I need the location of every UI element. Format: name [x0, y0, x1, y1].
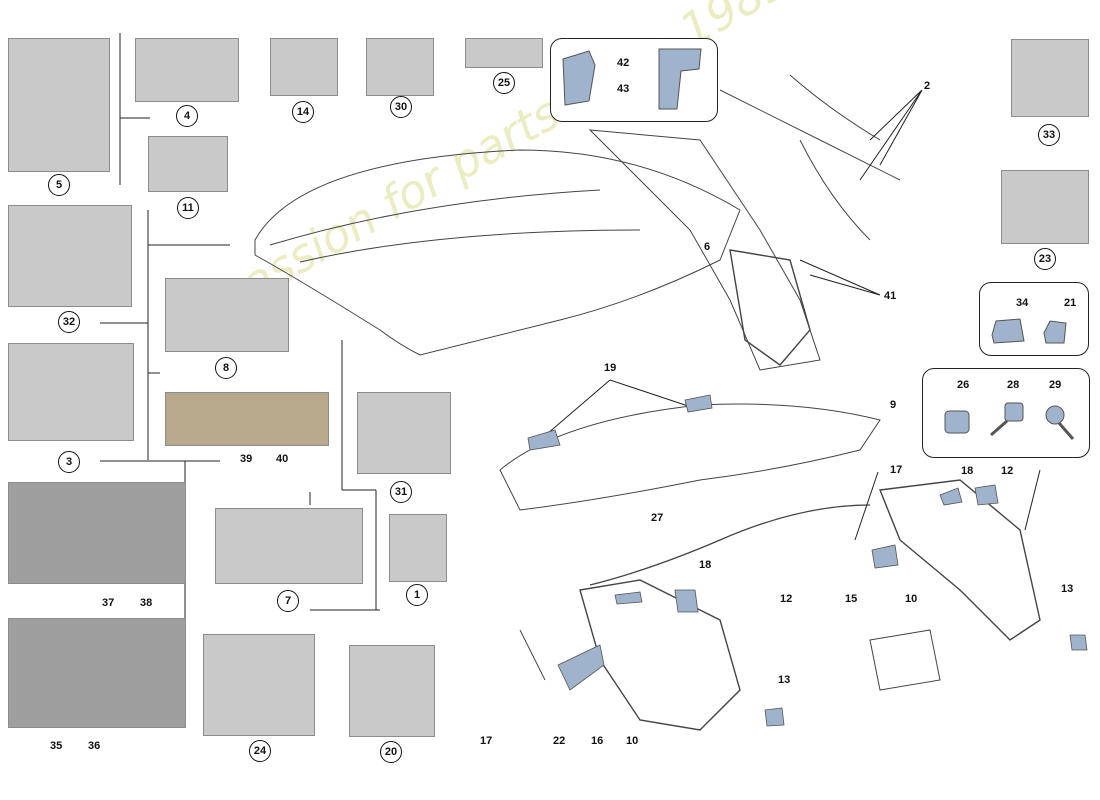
label-20: 20 — [380, 741, 402, 763]
label-32: 32 — [58, 311, 80, 333]
label-41: 41 — [884, 290, 897, 302]
label-34: 34 — [1016, 297, 1029, 309]
thumbnail-24 — [203, 634, 315, 736]
label-13b: 13 — [778, 674, 791, 686]
callout-box-26-28-29: 26 28 29 — [922, 368, 1090, 458]
label-4: 4 — [176, 105, 198, 127]
label-8: 8 — [215, 357, 237, 379]
label-39: 39 — [240, 453, 253, 465]
label-18b: 18 — [699, 559, 712, 571]
thumbnail-20 — [349, 645, 435, 737]
label-13a: 13 — [1061, 583, 1074, 595]
lock-assembly — [869, 629, 941, 691]
part-18b — [614, 591, 643, 605]
label-28: 28 — [1007, 379, 1020, 391]
thumbnail-11 — [148, 136, 228, 192]
label-12a: 12 — [1001, 465, 1014, 477]
label-6: 6 — [704, 241, 711, 253]
label-2: 2 — [924, 80, 931, 92]
label-14: 14 — [292, 101, 314, 123]
cable-27 — [589, 504, 871, 586]
part-18a — [939, 487, 963, 506]
label-30: 30 — [390, 96, 412, 118]
label-16: 16 — [591, 735, 604, 747]
linkage-left — [579, 579, 741, 731]
label-33: 33 — [1038, 124, 1060, 146]
label-37: 37 — [102, 597, 115, 609]
bumpers-26-28-29-icon — [944, 402, 1075, 440]
label-5: 5 — [48, 174, 70, 196]
thumbnail-35-36 — [8, 618, 186, 728]
label-3: 3 — [58, 451, 80, 473]
thumbnail-8 — [165, 278, 289, 352]
part-12b — [674, 589, 699, 613]
part-16 — [557, 644, 605, 691]
thumbnail-4 — [135, 38, 239, 102]
roof-panel-outline — [254, 149, 741, 356]
thumbnail-39-40 — [165, 392, 329, 446]
cable-17 — [519, 629, 546, 681]
thumbnail-7 — [215, 508, 363, 584]
label-10b: 10 — [626, 735, 639, 747]
part-13b — [764, 707, 785, 727]
thumbnail-3 — [8, 343, 134, 441]
label-12b: 12 — [780, 593, 793, 605]
roof-panel-seam — [269, 189, 641, 263]
label-7: 7 — [277, 590, 299, 612]
label-40: 40 — [276, 453, 289, 465]
callout-box-34-21: 34 21 — [979, 282, 1089, 356]
callout-box-42-43: 42 43 — [550, 38, 718, 122]
label-19: 19 — [604, 362, 617, 374]
label-21: 21 — [1064, 297, 1077, 309]
rear-frame — [588, 129, 821, 371]
harness-2 — [719, 74, 901, 241]
label-35: 35 — [50, 740, 63, 752]
label-22: 22 — [553, 735, 566, 747]
label-38: 38 — [140, 597, 153, 609]
label-9: 9 — [890, 399, 897, 411]
label-42: 42 — [617, 57, 630, 69]
label-17b: 17 — [480, 735, 493, 747]
thumbnail-25 — [465, 38, 543, 68]
label-10a: 10 — [905, 593, 918, 605]
label-15: 15 — [845, 593, 858, 605]
part-12a — [974, 484, 999, 506]
tonneau-cover — [499, 403, 881, 511]
linkage-right — [879, 479, 1041, 641]
hinge-assembly-right — [729, 249, 811, 366]
part-15 — [871, 544, 899, 569]
label-18a: 18 — [961, 465, 974, 477]
label-43: 43 — [617, 83, 630, 95]
thumbnail-5 — [8, 38, 110, 172]
thumbnail-32 — [8, 205, 132, 307]
label-27: 27 — [651, 512, 664, 524]
leader-lines — [100, 33, 1041, 720]
part-13a — [1069, 634, 1088, 651]
label-29: 29 — [1049, 379, 1062, 391]
thumbnail-33 — [1011, 39, 1089, 117]
thumbnail-31 — [357, 392, 451, 474]
part-19b — [684, 394, 713, 413]
part-19a — [527, 429, 561, 451]
seal-parts-42-43-icon — [562, 48, 702, 110]
thumbnail-30 — [366, 38, 434, 96]
clips-34-21-icon — [991, 318, 1067, 344]
label-24: 24 — [249, 740, 271, 762]
label-26: 26 — [957, 379, 970, 391]
label-17a: 17 — [890, 464, 903, 476]
label-11: 11 — [177, 197, 199, 219]
thumbnail-23 — [1001, 170, 1089, 244]
label-25: 25 — [493, 72, 515, 94]
label-23: 23 — [1034, 248, 1056, 270]
label-31: 31 — [390, 481, 412, 503]
thumbnail-37-38 — [8, 482, 186, 584]
thumbnail-14 — [270, 38, 338, 96]
label-36: 36 — [88, 740, 101, 752]
thumbnail-1 — [389, 514, 447, 582]
label-1: 1 — [406, 584, 428, 606]
